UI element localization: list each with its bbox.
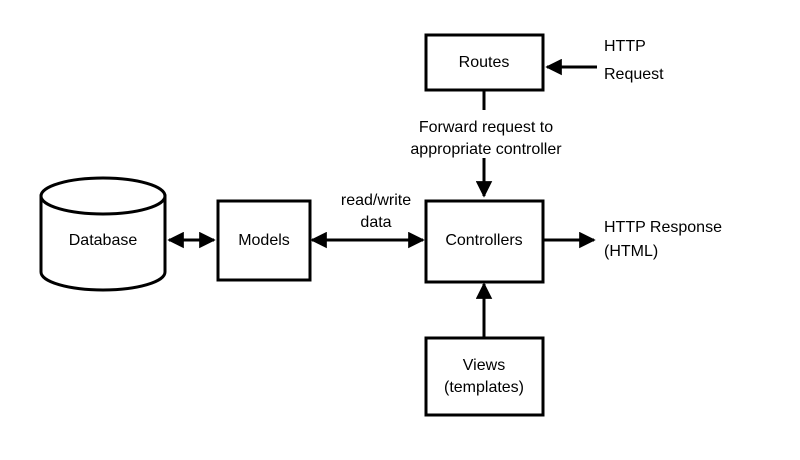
http-response-line1: HTTP Response xyxy=(604,219,722,236)
node-models[interactable]: Models xyxy=(216,199,312,282)
views-label-line1: Views xyxy=(463,357,505,374)
database-cylinder-top xyxy=(39,176,167,216)
readwrite-label-backdrop xyxy=(330,188,422,232)
controllers-label: Controllers xyxy=(445,232,522,249)
database-label: Database xyxy=(69,232,138,249)
forward-request-line1: Forward request to xyxy=(419,119,553,136)
views-box xyxy=(424,336,545,417)
routes-box xyxy=(424,33,545,92)
controllers-box xyxy=(424,199,545,284)
database-cylinder-body xyxy=(39,194,167,292)
node-database[interactable]: Database xyxy=(39,176,167,292)
http-request-line1: HTTP xyxy=(604,38,646,55)
forward-label-backdrop xyxy=(390,110,582,158)
label-http-request: HTTP Request xyxy=(604,38,664,83)
label-http-response: HTTP Response (HTML) xyxy=(604,219,722,260)
node-views[interactable]: Views (templates) xyxy=(424,336,545,417)
label-read-write-data: read/write data xyxy=(341,192,411,231)
http-request-line2: Request xyxy=(604,66,664,83)
label-forward-request: Forward request to appropriate controlle… xyxy=(410,119,562,158)
read-write-line1: read/write xyxy=(341,192,411,209)
node-controllers[interactable]: Controllers xyxy=(424,199,545,284)
models-box xyxy=(216,199,312,282)
views-label-line2: (templates) xyxy=(444,379,524,396)
models-label: Models xyxy=(238,232,290,249)
node-routes[interactable]: Routes xyxy=(424,33,545,92)
forward-request-line2: appropriate controller xyxy=(410,141,562,158)
read-write-line2: data xyxy=(360,214,391,231)
http-response-line2: (HTML) xyxy=(604,243,658,260)
routes-label: Routes xyxy=(459,54,510,71)
